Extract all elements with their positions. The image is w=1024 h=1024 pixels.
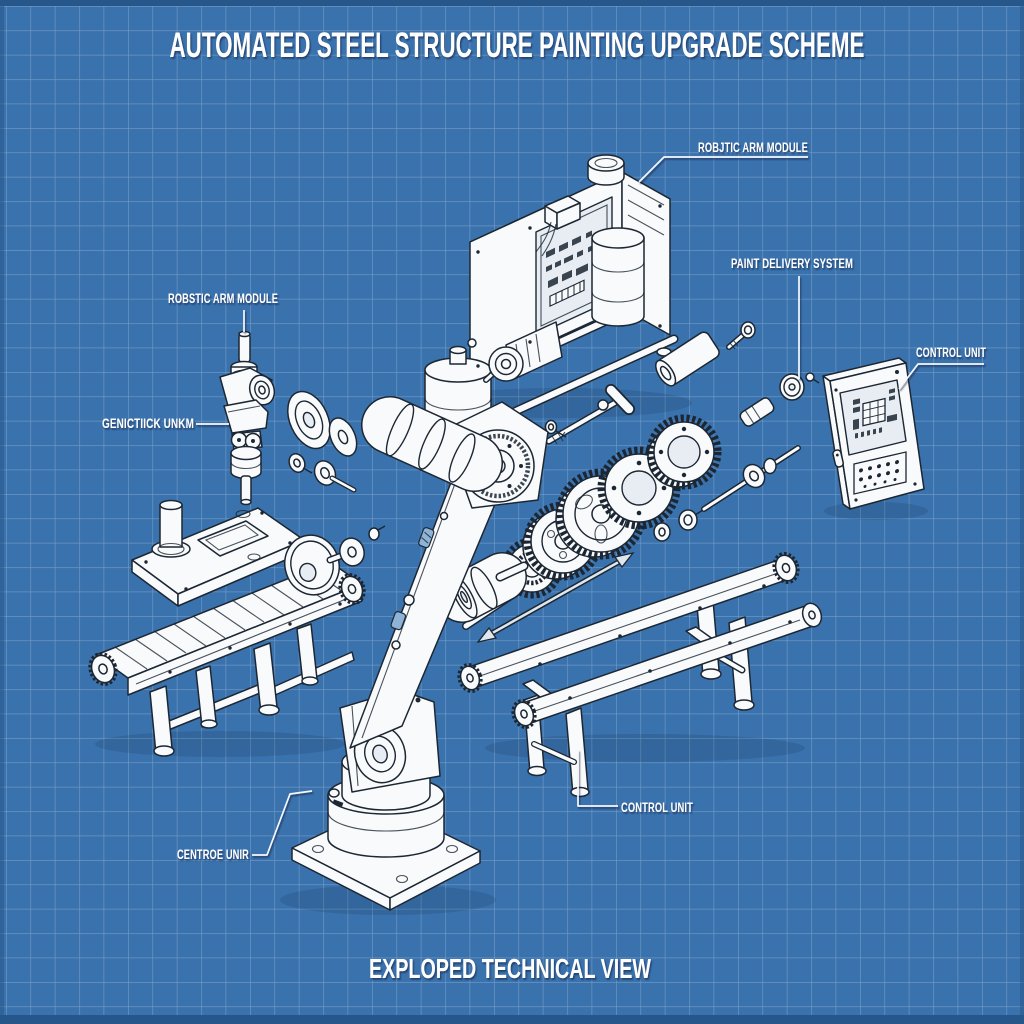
callout-robotic-arm-module-top: ROBJTIC ARM MODULE <box>698 140 808 155</box>
leader-control-unit-bottom <box>577 750 618 807</box>
upper-arm <box>361 396 503 492</box>
right-tank <box>591 227 645 327</box>
leader-robotic-arm-module-top <box>638 156 808 183</box>
junction-box <box>535 195 581 257</box>
callout-robot-base: CENTROE UNIR <box>177 847 249 862</box>
callout-control-unit-bottom: CONTROL UNIT <box>621 800 693 815</box>
direction-arrow <box>476 551 635 644</box>
wrist-motor <box>437 552 529 623</box>
end-pulleys <box>287 390 358 457</box>
drive-pulley <box>284 525 386 596</box>
gear-train <box>462 384 801 630</box>
left-conveyor <box>88 525 386 757</box>
paint-canister <box>655 331 720 387</box>
page-title: AUTOMATED STEEL STRUCTURE PAINTING UPGRA… <box>170 26 865 65</box>
cabinet-window <box>839 379 907 456</box>
left-conveyor-roller-right <box>338 573 366 605</box>
spacer-discs <box>288 453 357 493</box>
control-cabinet <box>822 357 925 510</box>
callout-gear-module-left: GENICTIICK UNKM <box>102 416 194 431</box>
pump-motor <box>488 321 563 382</box>
wrist-module-exploded <box>219 330 276 506</box>
output-shaft <box>701 445 801 512</box>
threaded-stub <box>739 397 775 427</box>
callout-paint-delivery-system: PAINT DELIVERY SYSTEM <box>731 256 853 271</box>
left-conveyor-roller-left <box>88 652 118 686</box>
bolt-top <box>726 321 756 350</box>
leader-control-unit-right <box>898 363 984 390</box>
callout-control-unit-right: CONTROL UNIT <box>916 345 986 360</box>
filler-cap <box>587 154 625 186</box>
loose-fasteners <box>288 321 820 493</box>
robotic-arm <box>287 390 549 911</box>
small-pulley-target <box>779 372 820 401</box>
base-plate-fixture <box>131 499 305 607</box>
gear-5 <box>646 414 722 490</box>
callout-robotic-arm-module-left: ROBSTIC ARM MODULE <box>168 291 278 306</box>
cabinet-button-panel <box>853 451 907 495</box>
footer-title: EXPLOPED TECHNICAL VIEW <box>369 953 651 984</box>
fixture-post <box>151 499 191 558</box>
leader-robot-base <box>252 790 313 856</box>
small-bolt <box>544 419 567 438</box>
gear-spacers <box>653 509 704 542</box>
right-conveyor-frame <box>457 552 823 798</box>
